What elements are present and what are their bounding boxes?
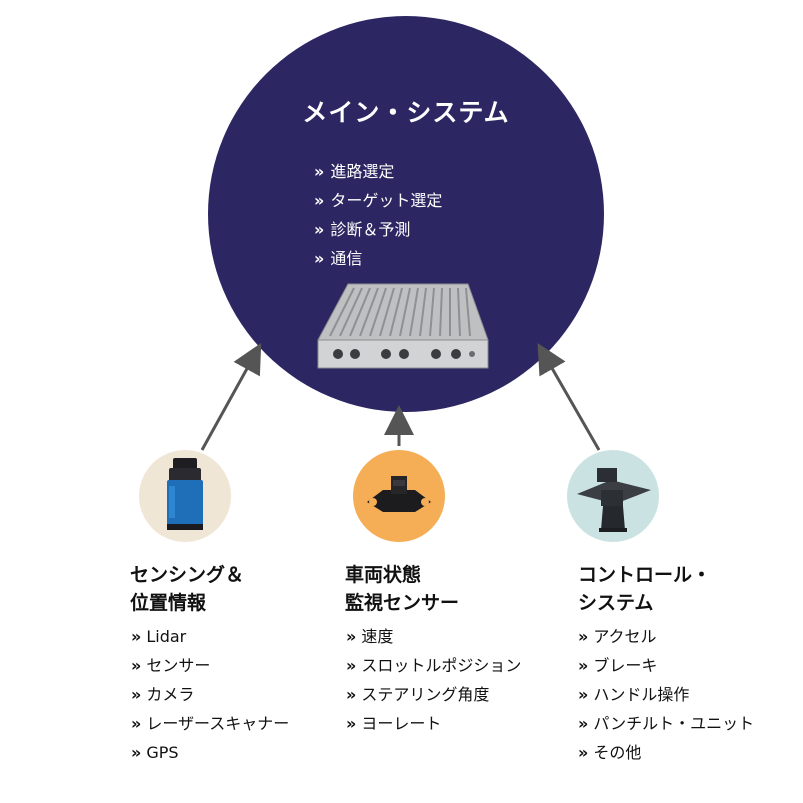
- control-item: »その他: [578, 743, 642, 762]
- main-system-item: »通信: [314, 249, 363, 268]
- vehicle-sensor-icon: [367, 476, 431, 512]
- pan-tilt-unit-icon: [577, 468, 651, 532]
- sensing-item: »Lidar: [131, 627, 187, 646]
- vehicle-sensor-item: »速度: [346, 627, 394, 646]
- main-system-item: »進路選定: [314, 162, 395, 181]
- bullet-marker: »: [314, 162, 325, 181]
- control-item: »パンチルト・ユニット: [578, 714, 755, 733]
- bullet-marker: »: [314, 191, 325, 210]
- control-title: コントロール・ システム: [578, 564, 712, 614]
- sensing-item: »カメラ: [131, 685, 195, 704]
- sensing-title: センシング＆ 位置情報: [130, 564, 245, 614]
- vehicle-sensor-item: »ステアリング角度: [346, 685, 490, 704]
- vehicle-sensor-title: 車両状態 監視センサー: [345, 564, 460, 614]
- main-system-title: メイン・システム: [302, 98, 510, 127]
- arrow-left: [200, 342, 262, 451]
- main-system-list: »進路選定 »ターゲット選定 »診断＆予測 »通信: [314, 157, 442, 273]
- lidar-sensor-icon: [167, 458, 203, 530]
- vehicle-sensor-item: »ヨーレート: [346, 714, 442, 733]
- control-list: »アクセル »ブレーキ »ハンドル操作 »パンチルト・ユニット »その他: [578, 622, 754, 767]
- vehicle-sensor-item: »スロットルポジション: [346, 656, 522, 675]
- sensing-list: »Lidar »センサー »カメラ »レーザースキャナー »GPS: [131, 622, 289, 767]
- sensing-item: »GPS: [131, 743, 179, 762]
- bullet-marker: »: [314, 249, 325, 268]
- main-system-item: »ターゲット選定: [314, 191, 443, 210]
- sensing-item: »センサー: [131, 656, 211, 675]
- control-item: »ブレーキ: [578, 656, 658, 675]
- sensing-item: »レーザースキャナー: [131, 714, 290, 733]
- vehicle-sensor-list: »速度 »スロットルポジション »ステアリング角度 »ヨーレート: [346, 622, 521, 738]
- control-item: »ハンドル操作: [578, 685, 690, 704]
- control-item: »アクセル: [578, 627, 657, 646]
- arrow-right: [537, 342, 601, 451]
- main-system-item: »診断＆予測: [314, 220, 411, 239]
- bullet-marker: »: [314, 220, 325, 239]
